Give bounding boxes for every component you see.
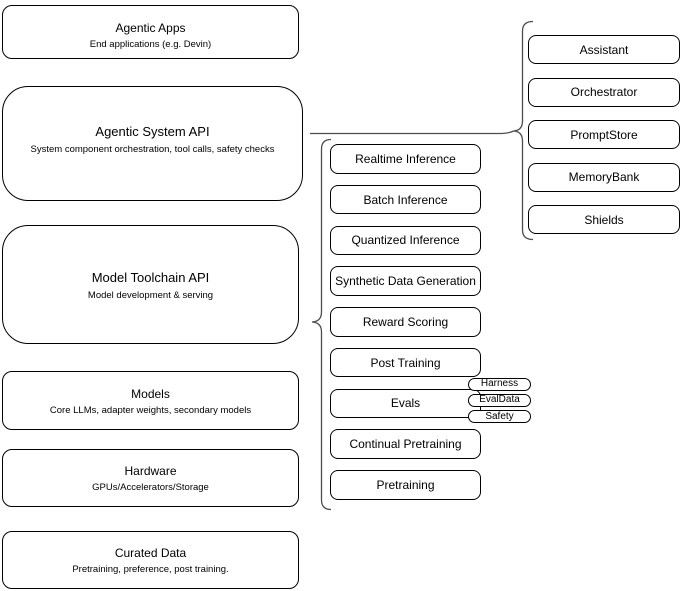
eval-tag-pill: Harness [468,377,531,392]
node-model-toolchain-api: Model Toolchain API Model development & … [2,225,299,344]
node-system-component: PromptStore [528,120,680,149]
eval-tag-pill: Safety [468,409,531,424]
toolchain-bracket [311,138,332,511]
node-toolchain-item: Realtime Inference [330,144,481,174]
node-subtitle: Pretraining, preference, post training. [72,564,229,575]
node-system-component: Shields [528,205,680,234]
node-title: Agentic System API [95,124,210,139]
node-agentic-system-api: Agentic System API System component orch… [2,86,303,201]
node-toolchain-item-evals: Evals [330,388,481,418]
node-subtitle: System component orchestration, tool cal… [30,144,275,155]
node-system-component: Orchestrator [528,77,680,107]
system-api-connector-line [310,130,514,135]
node-toolchain-item: Batch Inference [330,184,481,215]
node-toolchain-item: Reward Scoring [330,307,481,337]
node-subtitle: Core LLMs, adapter weights, secondary mo… [49,405,252,416]
node-title: Agentic Apps [115,21,186,35]
node-subtitle: Model development & serving [87,290,214,301]
node-subtitle: End applications (e.g. Devin) [89,39,212,50]
node-toolchain-item: Synthetic Data Generation [330,266,481,296]
node-agentic-apps: Agentic Apps End applications (e.g. Devi… [2,5,299,59]
node-title: Curated Data [114,546,187,560]
node-toolchain-item: Quantized Inference [330,225,481,255]
node-subtitle: GPUs/Accelerators/Storage [92,482,209,493]
toolchain-column: Realtime Inference Batch Inference Quant… [330,144,481,500]
node-toolchain-item: Pretraining [330,470,481,500]
node-models: Models Core LLMs, adapter weights, secon… [2,371,299,430]
eval-tags: Harness EvalData Safety [468,377,531,424]
node-curated-data: Curated Data Pretraining, preference, po… [2,531,299,589]
node-toolchain-item: Post Training [330,347,481,378]
node-hardware: Hardware GPUs/Accelerators/Storage [2,449,299,507]
node-system-component: Assistant [528,35,680,64]
node-title: Models [131,387,170,401]
eval-tag-pill: EvalData [468,393,531,408]
node-system-component: MemoryBank [528,162,680,192]
node-title: Model Toolchain API [91,270,210,285]
node-toolchain-item: Continual Pretraining [330,429,481,459]
system-components-column: Assistant Orchestrator PromptStore Memor… [528,35,680,234]
node-title: Hardware [124,464,177,478]
